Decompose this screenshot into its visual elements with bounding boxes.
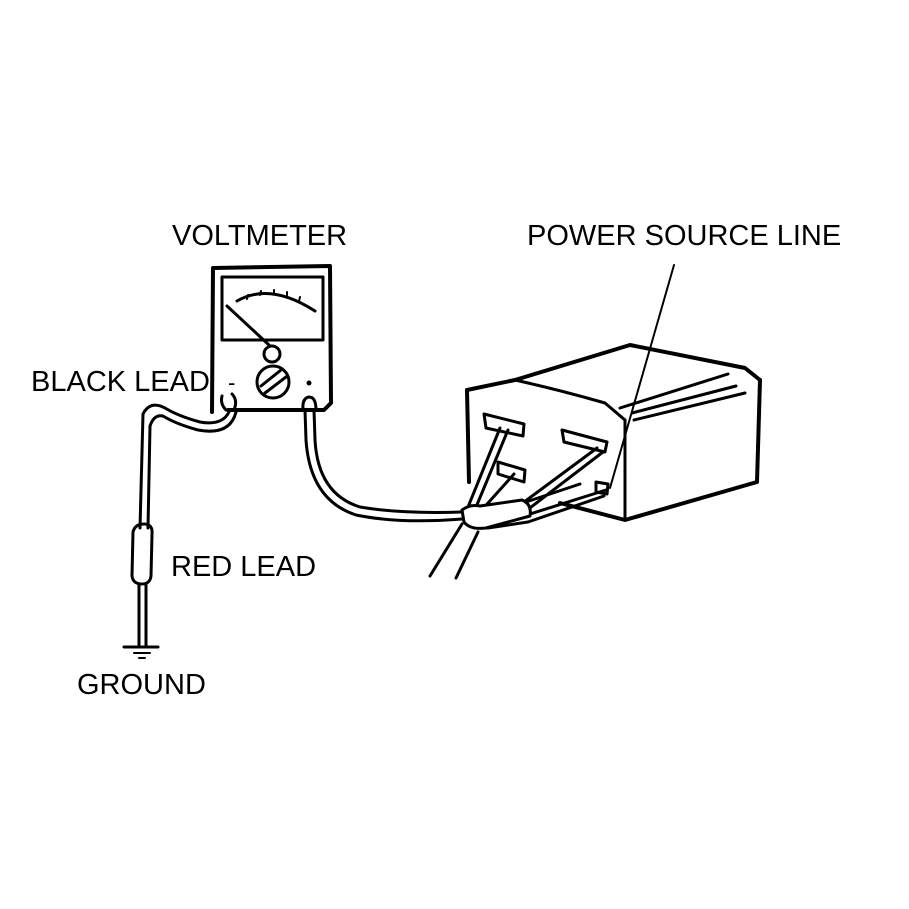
voltmeter-dial-window — [220, 275, 325, 342]
ground-icon — [122, 645, 160, 659]
power-source-line-leader — [609, 264, 675, 489]
voltmeter-needle-pivot — [262, 344, 282, 364]
voltmeter-scale-ticks — [246, 289, 301, 302]
black-lead-label: BLACK LEAD — [31, 366, 210, 398]
voltmeter-adjust-knob[interactable] — [255, 364, 291, 400]
red-lead[interactable] — [303, 408, 464, 523]
black-lead[interactable] — [130, 403, 238, 648]
voltmeter — [210, 264, 333, 414]
negative-terminal-mark: - — [228, 370, 236, 395]
ground-probe-handle — [130, 522, 154, 586]
connector-block — [465, 343, 762, 522]
connector-slot-4 — [594, 480, 610, 496]
harness-boot — [460, 498, 532, 530]
power-source-line-label: POWER SOURCE LINE — [527, 220, 842, 252]
negative-terminal[interactable] — [220, 392, 238, 412]
positive-terminal[interactable] — [301, 395, 318, 412]
connector-slot-3 — [496, 460, 527, 484]
voltmeter-body — [210, 264, 333, 414]
connector-slot-2 — [560, 428, 609, 454]
voltmeter-label: VOLTMETER — [172, 220, 348, 252]
wire-harness — [428, 426, 608, 580]
connector-slot-1 — [482, 412, 526, 438]
ground-label: GROUND — [77, 669, 206, 701]
knob-hatch — [259, 368, 288, 395]
red-lead-label: RED LEAD — [171, 551, 317, 583]
voltmeter-needle — [225, 304, 271, 347]
positive-terminal-mark — [306, 380, 312, 386]
